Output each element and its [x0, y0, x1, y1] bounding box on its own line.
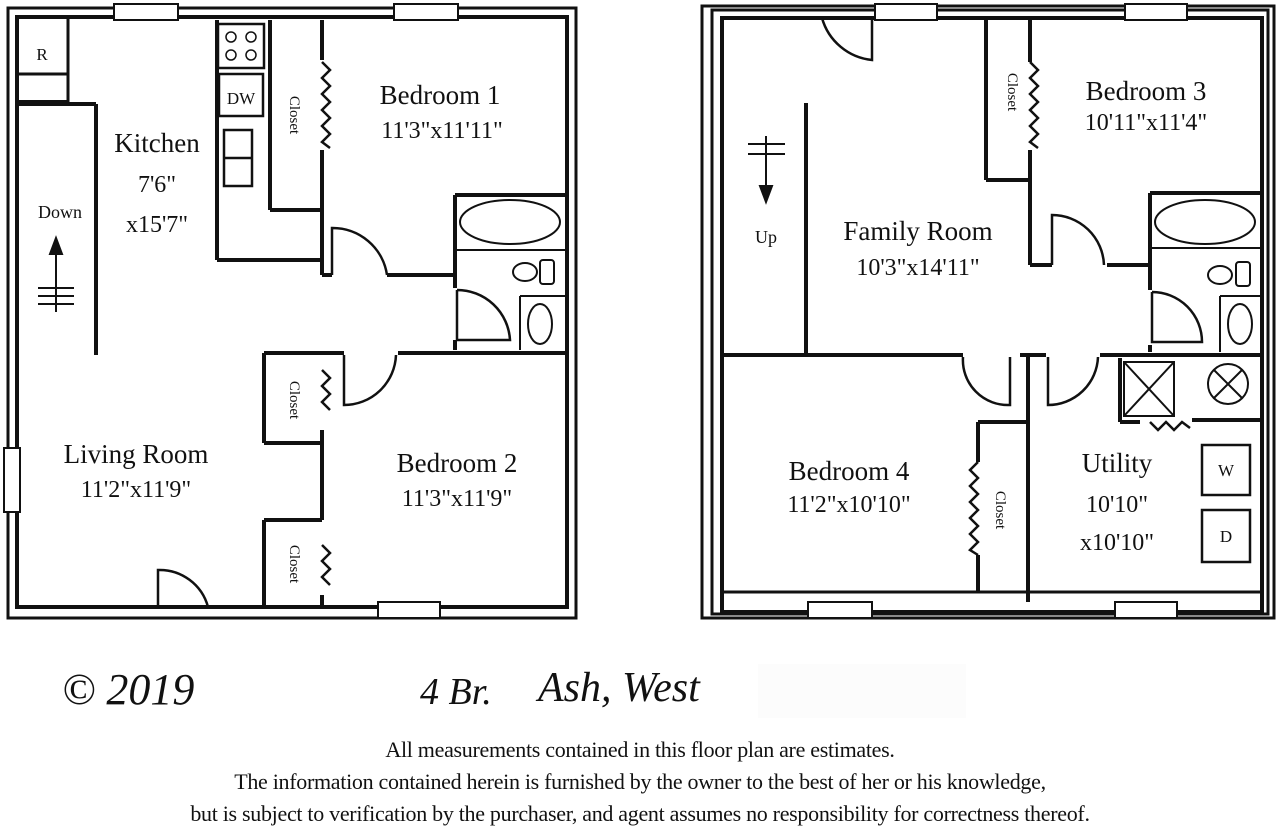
disclaimer: All measurements contained in this floor…: [0, 734, 1280, 830]
room-name-bedroom1: Bedroom 1: [380, 80, 501, 110]
room-dims-bedroom1: 11'3"x11'11": [381, 118, 503, 144]
closet-label-bedroom3: Closet: [1004, 73, 1020, 112]
bedroom-count: 4 Br.: [420, 671, 492, 713]
stairs-up-label: Up: [755, 227, 777, 247]
disclaimer-line: All measurements contained in this floor…: [385, 737, 895, 762]
windows-right: [807, 3, 1188, 619]
model-name: Ash, West: [538, 665, 700, 711]
room-name-family-room: Family Room: [843, 216, 992, 246]
room-dims-family-room: 10'3"x14'11": [856, 255, 979, 281]
closet-label-bedroom2-a: Closet: [286, 381, 302, 420]
stairs-down-icon: [38, 235, 74, 312]
floor-plan: R DW Kitchen 7'6" x15'7" Down Closet Bed…: [3, 3, 1276, 620]
bath-fixtures-left: [457, 199, 567, 350]
room-dims-living-room: 11'2"x11'9": [81, 477, 191, 503]
disclaimer-line: but is subject to verification by the pu…: [190, 801, 1090, 826]
room-name-bedroom3: Bedroom 3: [1086, 76, 1207, 106]
room-dims-kitchen-2: x15'7": [126, 212, 188, 238]
closet-label-bedroom2-b: Closet: [286, 545, 302, 584]
room-name-kitchen: Kitchen: [114, 128, 200, 158]
room-dims-kitchen-1: 7'6": [138, 172, 176, 198]
disclaimer-line: The information contained herein is furn…: [234, 769, 1046, 794]
closet-label-bedroom4: Closet: [992, 491, 1008, 530]
closet-doors-left: [320, 61, 332, 586]
stairs-up-icon: [748, 136, 785, 205]
kitchen-fixtures: [216, 22, 266, 188]
closet-label-bedroom1: Closet: [286, 96, 302, 135]
room-dims-bedroom2: 11'3"x11'9": [402, 486, 512, 512]
right-floor-walls: [700, 4, 1276, 620]
dishwasher-label: DW: [227, 89, 256, 108]
utility-fixtures: [1123, 361, 1252, 564]
room-dims-utility-1: 10'10": [1086, 492, 1148, 518]
room-name-utility: Utility: [1082, 448, 1153, 478]
stairs-down-label: Down: [38, 202, 82, 222]
dryer-label: D: [1220, 527, 1232, 546]
room-name-bedroom4: Bedroom 4: [789, 456, 910, 486]
refrigerator-label: R: [36, 45, 48, 64]
room-dims-bedroom3: 10'11"x11'4": [1085, 110, 1207, 136]
copyright: © 2019: [62, 665, 195, 714]
blank-label-area: [758, 664, 966, 718]
doors-right: [820, 17, 1204, 407]
doors-left: [156, 226, 512, 608]
windows-left: [3, 3, 459, 619]
bath-fixtures-right: [1152, 199, 1262, 352]
room-dims-bedroom4: 11'2"x10'10": [787, 492, 910, 518]
room-name-bedroom2: Bedroom 2: [397, 448, 518, 478]
left-floor-walls: [6, 6, 578, 620]
closet-doors-right: [968, 61, 1191, 557]
room-dims-utility-2: x10'10": [1080, 530, 1154, 556]
room-name-living-room: Living Room: [64, 439, 209, 469]
washer-label: W: [1218, 461, 1235, 480]
